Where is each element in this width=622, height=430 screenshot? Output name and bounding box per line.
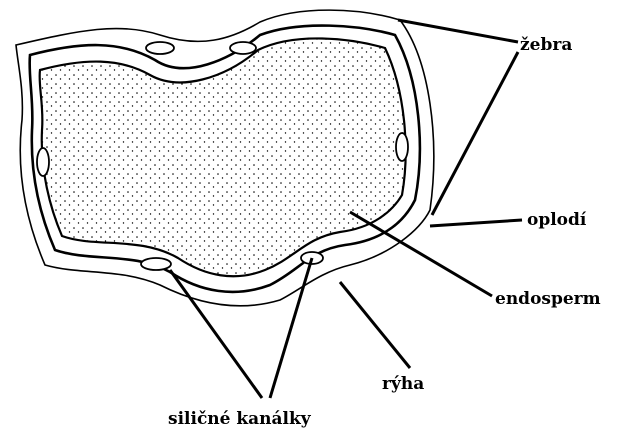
leader-line-ryha — [340, 282, 410, 368]
oil-canal-top-left — [146, 42, 174, 54]
label-ryha: rýha — [382, 374, 424, 394]
leader-line-oplodi — [430, 220, 522, 226]
label-oplodi: oplodí — [527, 210, 587, 230]
leader-line-zebra-2 — [432, 52, 518, 215]
label-endosperm: endosperm — [495, 289, 601, 309]
leader-line-zebra-1 — [398, 20, 518, 42]
label-zebra: žebra — [520, 35, 572, 55]
oil-canal-bottom-left — [141, 258, 171, 270]
label-silicne-kanalky: siličné kanálky — [168, 409, 312, 429]
oil-canal-left — [37, 148, 49, 176]
oil-canal-top-right — [230, 42, 256, 54]
oil-canal-right — [396, 133, 408, 161]
